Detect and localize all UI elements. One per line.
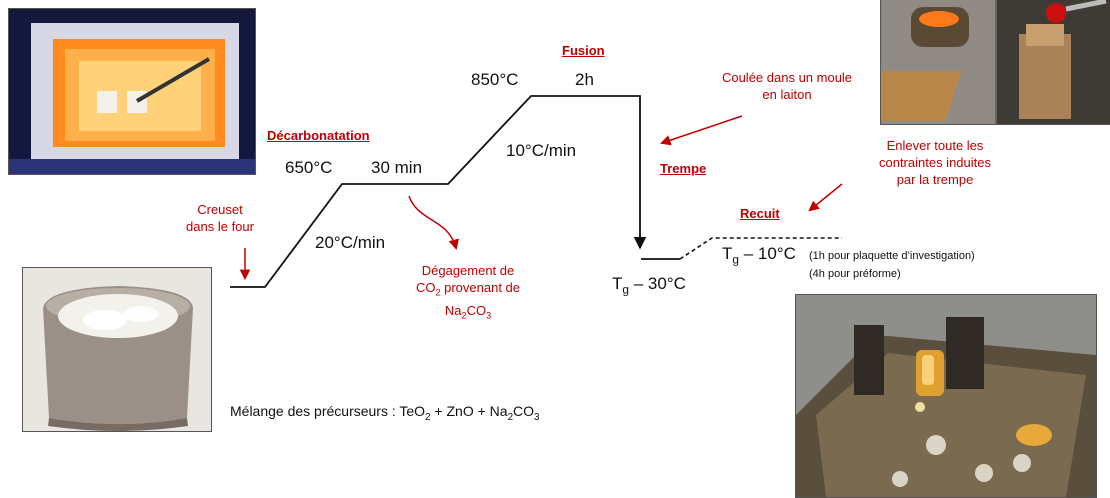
- recuit-title: Recuit: [740, 206, 780, 221]
- casting-annotation-line1: Coulée dans un moule: [721, 70, 853, 85]
- casting-photos: [880, 0, 1110, 125]
- crucible-annotation: Creuset dans le four: [180, 201, 260, 235]
- co2-annotation-line3: Na2CO3: [444, 302, 492, 321]
- fusion-title: Fusion: [562, 43, 605, 58]
- co2-arrow: [408, 195, 459, 251]
- heating-rate-first: 20°C/min: [315, 233, 386, 252]
- decarbonatation-title: Décarbonatation: [267, 128, 370, 143]
- anneal-note-preform: (4h pour préforme): [809, 268, 901, 280]
- co2-annotation-line1: Dégagement de: [421, 263, 515, 278]
- casting-arrow: [660, 115, 743, 146]
- crucible-annotation-line2: dans le four: [186, 219, 254, 234]
- trempe-title: Trempe: [660, 161, 707, 176]
- decarbonatation-temperature: 650°C: [285, 158, 333, 177]
- casting-annotation-line2: en laiton: [762, 87, 812, 102]
- stress-arrow: [808, 183, 843, 212]
- crucible-photo: [22, 267, 212, 432]
- anneal-ramp-line: [679, 237, 842, 260]
- fusion-temperature: 850°C: [471, 70, 519, 89]
- co2-annotation: Dégagement de CO2 provenant de Na2CO3: [408, 262, 528, 324]
- casting-annotation: Coulée dans un moule en laiton: [707, 69, 867, 103]
- stress-annotation-line1: Enlever toute les: [886, 138, 984, 153]
- anneal-temperature: Tg – 10°C: [722, 244, 796, 267]
- precursor-mixture: Mélange des précurseurs : TeO2 + ZnO + N…: [230, 403, 540, 423]
- temperature-profile-line: [230, 95, 647, 288]
- co2-annotation-line2: CO2 provenant de: [415, 280, 521, 298]
- stress-annotation-line3: par la trempe: [896, 172, 974, 187]
- anneal-note-investigation: (1h pour plaquette d’investigation): [809, 250, 975, 262]
- fusion-duration: 2h: [575, 70, 594, 89]
- annealed-glass-photo: [795, 294, 1097, 498]
- stress-annotation: Enlever toute les contraintes induites p…: [855, 137, 1015, 188]
- decarbonatation-duration: 30 min: [371, 158, 423, 177]
- heating-rate-second: 10°C/min: [506, 141, 577, 160]
- quench-temperature: Tg – 30°C: [612, 274, 686, 297]
- crucible-annotation-line1: Creuset: [197, 202, 243, 217]
- furnace-photo: [8, 8, 256, 175]
- stress-annotation-line2: contraintes induites: [878, 155, 991, 170]
